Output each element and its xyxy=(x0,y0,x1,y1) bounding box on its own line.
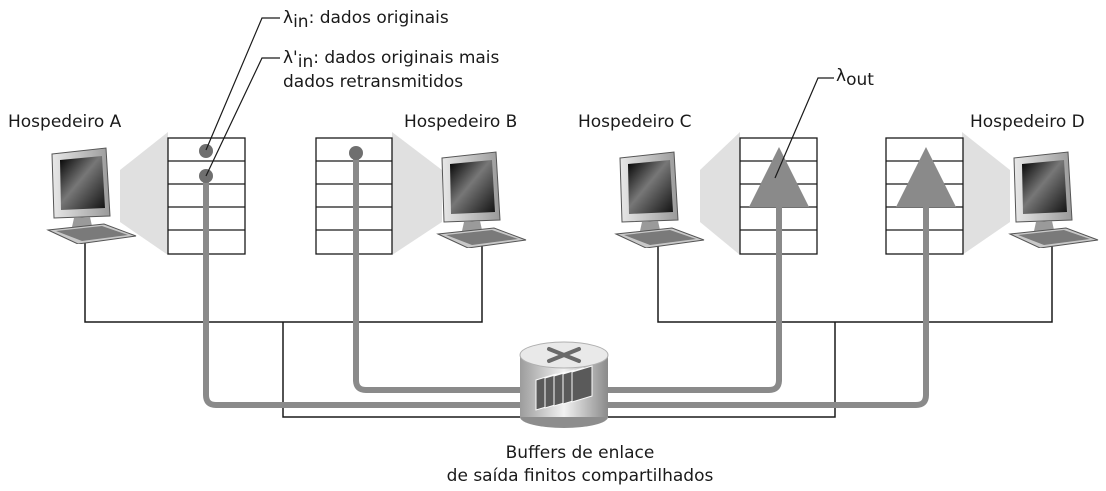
computer-icon xyxy=(436,151,527,248)
computer-icon xyxy=(46,147,137,244)
lambda-in-symbol: λ xyxy=(283,8,294,28)
router-buffer-slices xyxy=(535,365,593,411)
router-x-icon xyxy=(547,347,581,363)
computer-host-c xyxy=(614,151,705,248)
projection-host-b xyxy=(392,132,442,255)
host-c-label: Hospedeiro C xyxy=(578,112,692,132)
buffer-projections xyxy=(120,132,1010,255)
link-host-a-b xyxy=(84,243,483,323)
computer-host-d xyxy=(1008,151,1099,248)
projection-host-c xyxy=(700,132,740,255)
projection-host-a xyxy=(120,132,168,255)
leader-lambda-in xyxy=(205,17,280,151)
flow-origin-b xyxy=(349,146,363,160)
leader-lambda-out xyxy=(774,77,834,179)
lambda-in-prime-subscript: in xyxy=(297,52,314,72)
link-host-c-d xyxy=(657,243,1053,323)
flow-origin-a-lambda-in xyxy=(199,144,213,158)
lambda-in-label: λin: dados originais xyxy=(283,8,449,32)
host-a-label: Hospedeiro A xyxy=(8,112,122,132)
lambda-in-prime-line2: dados retransmitidos xyxy=(283,72,464,92)
router-caption: Buffers de enlace de saída finitos compa… xyxy=(420,442,740,488)
lambda-out-subscript: out xyxy=(846,70,874,90)
router-caption-line2: de saída finitos compartilhados xyxy=(446,466,714,486)
lambda-out-label: λout xyxy=(836,66,874,90)
label-leaders xyxy=(205,17,834,179)
lambda-in-prime-text: : dados originais mais xyxy=(313,48,500,68)
host-links xyxy=(84,243,1053,418)
lambda-out-symbol: λ xyxy=(836,66,847,86)
leader-lambda-in-prime xyxy=(205,57,280,177)
link-hub-to-router-right xyxy=(608,322,836,418)
lambda-in-subscript: in xyxy=(293,12,309,32)
router-caption-line1: Buffers de enlace xyxy=(505,443,655,463)
computer-host-a xyxy=(46,147,137,244)
link-hub-to-router-left xyxy=(282,322,520,418)
computer-icon xyxy=(614,151,705,248)
computer-host-b xyxy=(436,151,527,248)
host-d-label: Hospedeiro D xyxy=(970,112,1085,132)
projection-host-d xyxy=(962,132,1010,255)
lambda-in-prime-label: λ'in: dados originais mais xyxy=(283,48,499,72)
router xyxy=(519,341,609,428)
computer-icon xyxy=(1008,151,1099,248)
host-b-label: Hospedeiro B xyxy=(404,112,518,132)
lambda-in-text: : dados originais xyxy=(308,8,449,28)
lambda-in-prime-symbol: λ' xyxy=(283,48,298,68)
